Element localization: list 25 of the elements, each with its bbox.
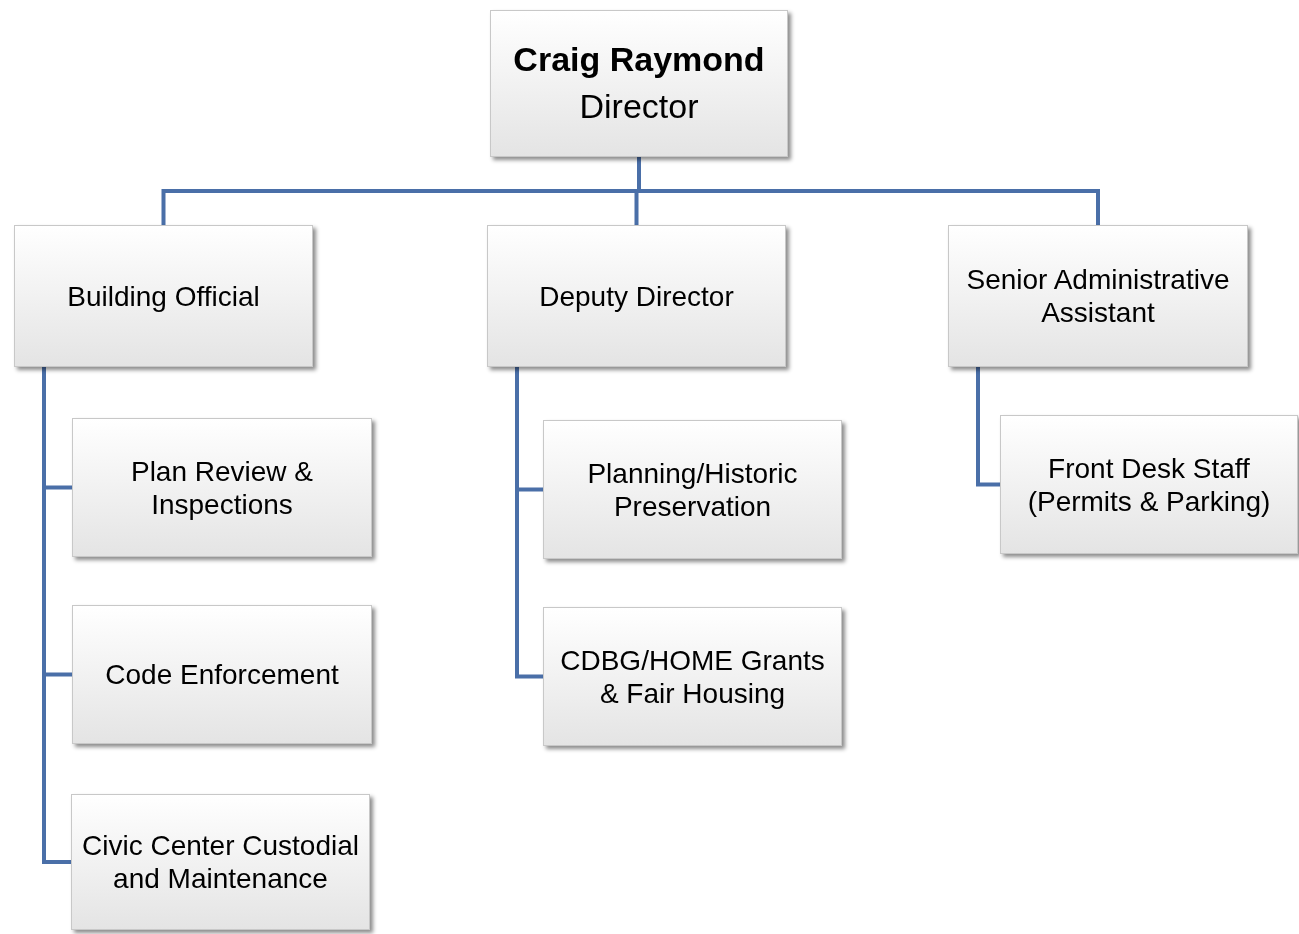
connector-line bbox=[515, 367, 543, 679]
org-box bbox=[14, 225, 313, 367]
role-title: Deputy Director bbox=[539, 279, 734, 313]
org-box bbox=[1000, 415, 1298, 554]
role-title: Civic Center Custodial and Maintenance bbox=[81, 829, 360, 895]
role-title: CDBG/HOME Grants & Fair Housing bbox=[559, 643, 826, 710]
person-name: Craig Raymond bbox=[513, 38, 765, 80]
org-box bbox=[487, 225, 786, 367]
connector-line bbox=[42, 367, 71, 864]
role-title: Senior Administrative Assistant bbox=[965, 263, 1231, 329]
role-title: Building Official bbox=[67, 279, 260, 313]
role-title: Plan Review & Inspections bbox=[129, 454, 315, 521]
org-box bbox=[72, 605, 372, 744]
org-box bbox=[71, 794, 370, 930]
org-box bbox=[543, 420, 842, 559]
role-title: Director bbox=[579, 85, 699, 127]
org-box bbox=[490, 10, 788, 157]
org-box bbox=[72, 418, 372, 557]
role-title: Code Enforcement bbox=[105, 658, 339, 691]
org-box bbox=[948, 225, 1248, 367]
role-title: Front Desk Staff (Permits & Parking) bbox=[1026, 451, 1272, 518]
org-box bbox=[543, 607, 842, 746]
connector-line bbox=[976, 367, 1000, 487]
role-title: Planning/Historic Preservation bbox=[586, 456, 799, 523]
connector-line bbox=[637, 157, 1100, 225]
